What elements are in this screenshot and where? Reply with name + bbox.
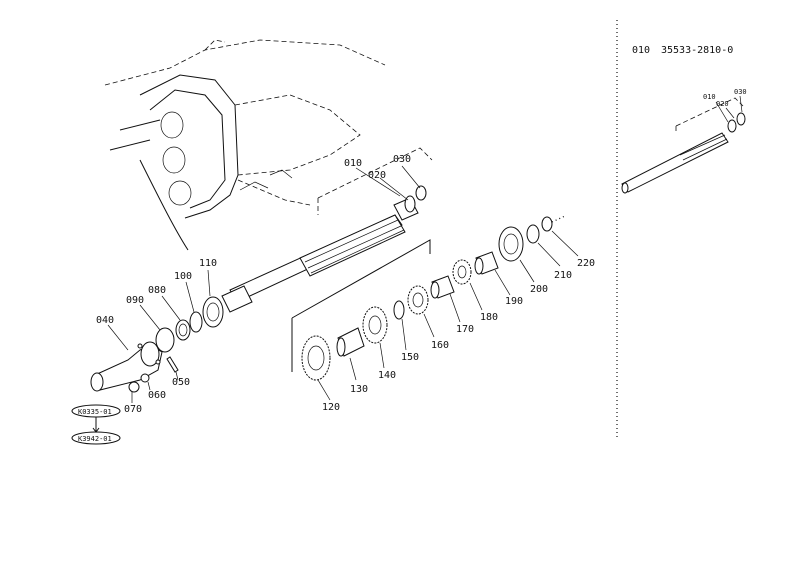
- reference-code-2: K3942-01: [78, 435, 112, 443]
- bearing-housing-040: [90, 341, 163, 392]
- inset-label-020: 020: [716, 100, 729, 108]
- callout-020: 020: [368, 170, 386, 181]
- callout-130: 130: [350, 384, 368, 395]
- main-shaft: [221, 185, 427, 313]
- washer-060: [140, 373, 150, 383]
- callout-210: 210: [554, 270, 572, 281]
- gear-140: [362, 306, 388, 344]
- reference-oval-2: K3942-01: [71, 431, 121, 445]
- shaft-bracket: [317, 147, 433, 199]
- header-ref-code: 010: [632, 45, 650, 56]
- callout-080: 080: [148, 285, 166, 296]
- callout-170: 170: [456, 324, 474, 335]
- gear-120: [301, 335, 331, 381]
- circlip-100: [189, 311, 203, 333]
- callout-070: 070: [124, 404, 142, 415]
- circlip-220: [541, 216, 553, 232]
- callout-200: 200: [530, 284, 548, 295]
- collar-080: [175, 319, 191, 341]
- callout-120: 120: [322, 402, 340, 413]
- callout-040: 040: [96, 315, 114, 326]
- collar-170: [430, 275, 455, 299]
- callout-180: 180: [480, 312, 498, 323]
- ball-bearing-110: [202, 296, 224, 328]
- reference-oval-1: K0335-01: [71, 404, 121, 418]
- gear-180: [452, 259, 472, 285]
- callout-010: 010: [344, 158, 362, 169]
- callout-140: 140: [378, 370, 396, 381]
- callout-060: 060: [148, 390, 166, 401]
- leader-lines: [107, 165, 579, 403]
- inset-label-010: 010: [703, 93, 716, 101]
- transmission-housing: [104, 39, 386, 251]
- collar-190: [474, 251, 499, 275]
- callout-110: 110: [199, 258, 217, 269]
- collar-080-inner: [178, 323, 188, 337]
- stud-bolt-050: [166, 356, 179, 373]
- inset-label-030: 030: [734, 88, 747, 96]
- collar-130: [336, 327, 365, 357]
- reference-code-1: K0335-01: [78, 408, 112, 416]
- callout-220: 220: [577, 258, 595, 269]
- callout-030: 030: [393, 154, 411, 165]
- callout-190: 190: [505, 296, 523, 307]
- washer-150: [393, 300, 405, 320]
- callout-160: 160: [431, 340, 449, 351]
- inset-shaft-assembly: [621, 95, 746, 194]
- nut-070: [128, 381, 140, 393]
- washer-210: [526, 224, 540, 244]
- ball-bearing-200: [498, 226, 524, 262]
- callout-100: 100: [174, 271, 192, 282]
- callout-090: 090: [126, 295, 144, 306]
- oil-seal-090: [155, 327, 175, 353]
- header-part-number: 35533-2810-0: [661, 45, 733, 56]
- callout-050: 050: [172, 377, 190, 388]
- gear-160: [407, 285, 429, 315]
- callout-150: 150: [401, 352, 419, 363]
